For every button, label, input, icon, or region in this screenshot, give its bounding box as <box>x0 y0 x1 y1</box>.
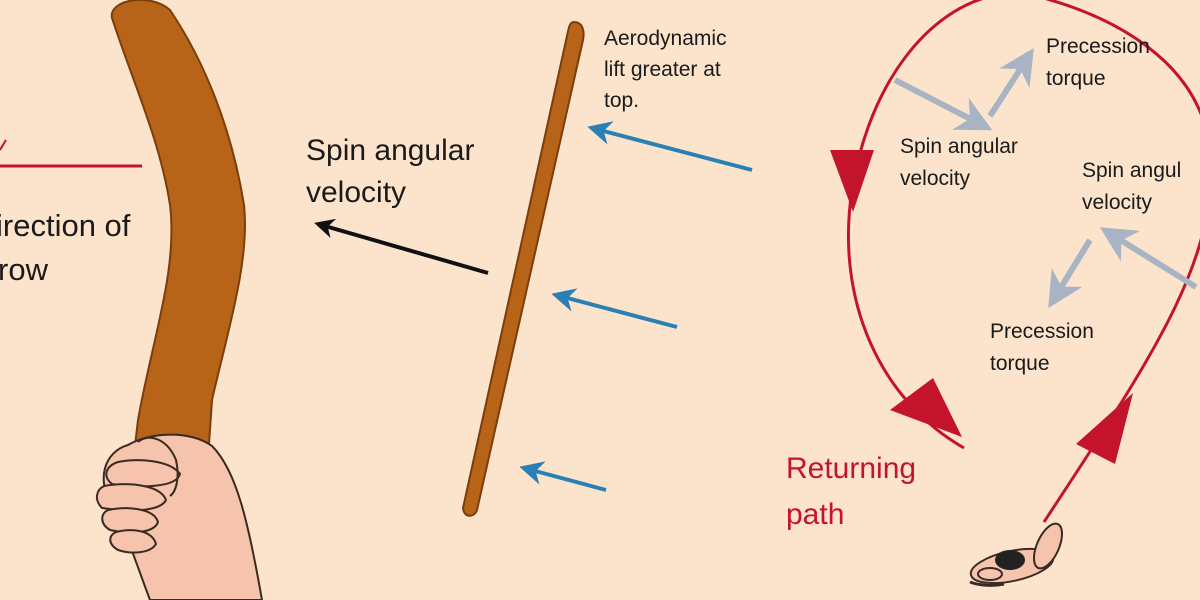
path-arrowhead-bottom <box>890 378 962 437</box>
spin-velocity-label-line1: Spin angular <box>306 134 474 167</box>
direction-label-line1: irection of <box>0 208 131 243</box>
spin-top-line2: velocity <box>900 167 971 190</box>
lift-arrow-middle <box>551 288 678 329</box>
lift-arrow-top <box>587 121 753 172</box>
returning-path-loop <box>847 0 1200 523</box>
lift-label-line1: Aerodynamic <box>604 27 727 50</box>
boomerang-shape <box>110 0 246 489</box>
spin-right-line1: Spin angul <box>1082 159 1181 182</box>
returning-path-line2: path <box>786 498 844 531</box>
fingers <box>96 459 182 554</box>
precession-top-line2: torque <box>1046 67 1106 90</box>
spin-velocity-arrow <box>314 218 489 275</box>
lift-label-line2: lift greater at <box>604 58 721 81</box>
precession-bottom-line2: torque <box>990 352 1050 375</box>
direction-label-line2: row <box>0 252 49 287</box>
precession-vector-top <box>987 47 1034 118</box>
spin-top-line1: Spin angular <box>900 135 1018 158</box>
precession-vector-bottom <box>1048 238 1093 309</box>
thumb <box>137 436 179 497</box>
spin-vector-right <box>1099 227 1198 290</box>
path-arrowhead-right <box>1076 393 1133 464</box>
spin-vector-top <box>893 77 993 131</box>
lift-arrow-bottom <box>519 461 607 492</box>
throw-direction-arrow-fragment <box>0 139 7 151</box>
spin-velocity-label-line2: velocity <box>306 176 406 209</box>
returning-path-line1: Returning <box>786 452 916 485</box>
spin-right-line2: velocity <box>1082 191 1153 214</box>
precession-bottom-line1: Precession <box>990 320 1094 343</box>
precession-top-line1: Precession <box>1046 35 1150 58</box>
boomerang-side-view <box>461 20 585 517</box>
lift-label-line3: top. <box>604 89 639 112</box>
path-arrowhead-left <box>830 150 874 212</box>
thrower-figure <box>969 522 1064 587</box>
